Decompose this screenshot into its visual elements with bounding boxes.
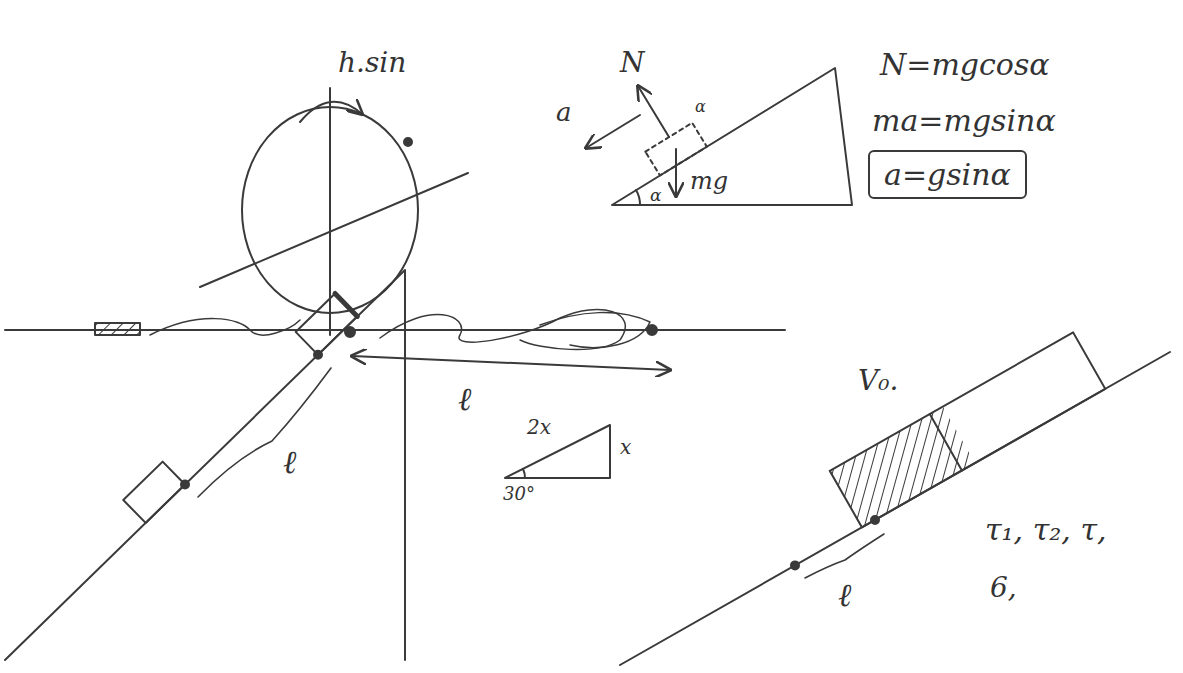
formula: N=mgcosα: [880, 48, 1050, 81]
incline-wedge: [586, 68, 852, 205]
formula: a=gsinα: [884, 158, 1011, 191]
small-triangle: [505, 425, 610, 478]
right-slope: [620, 332, 1170, 665]
angle-label: α: [695, 98, 706, 116]
velocity-label: V₀.: [858, 366, 898, 397]
formula: ma=mgsinα: [872, 104, 1056, 137]
acceleration-label: a: [556, 98, 572, 127]
length-label: ℓ: [838, 578, 851, 613]
result-box: a=gsinα: [868, 150, 1027, 199]
note: 6,: [990, 573, 1017, 604]
axis-label: h.sin: [338, 48, 406, 79]
horizontal-track: [5, 309, 785, 370]
left-incline: [5, 270, 405, 660]
angle-label: α: [650, 186, 661, 205]
time-label: τ₁, τ₂, τ,: [985, 513, 1107, 546]
force-label: mg: [690, 168, 728, 194]
side-label: x: [620, 436, 631, 458]
length-label: ℓ: [458, 382, 471, 417]
unit-circle: [200, 88, 468, 335]
force-label: N: [620, 48, 645, 79]
side-label: 2x: [527, 416, 551, 438]
angle-label: 30°: [503, 484, 535, 504]
length-label: ℓ: [283, 445, 296, 480]
